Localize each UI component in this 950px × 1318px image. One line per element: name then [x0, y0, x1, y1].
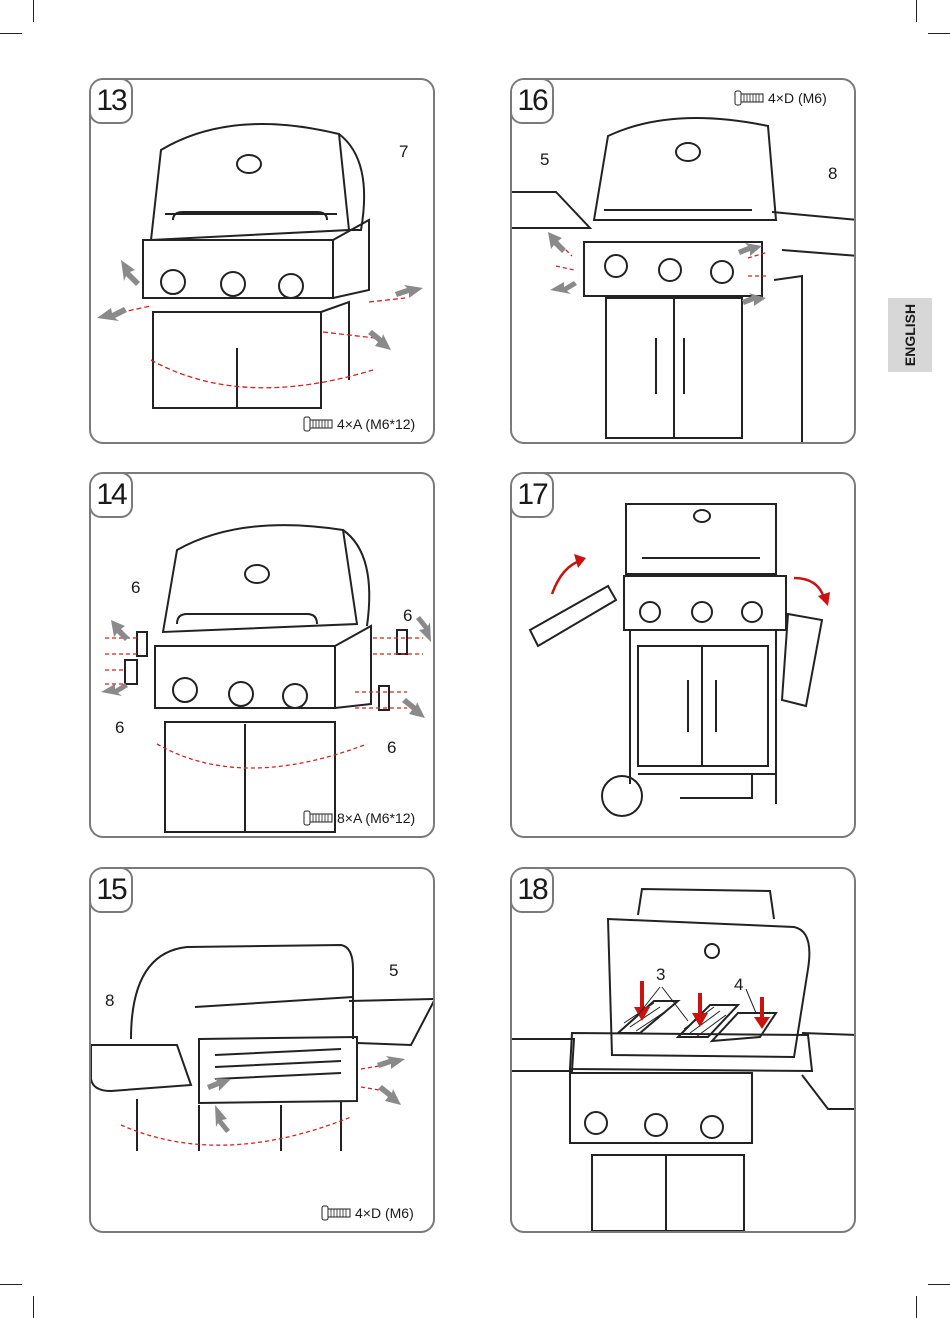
part-callout: 6	[387, 738, 396, 758]
screw-spec-label: 8×A (M6*12)	[337, 810, 415, 826]
screw-spec: 4×D (M6)	[734, 90, 827, 106]
crop-mark	[33, 1296, 34, 1318]
step-15-panel: 15 8 5 4×D (M6)	[89, 867, 435, 1233]
step-number: 17	[510, 472, 554, 518]
part-callout: 7	[399, 142, 408, 162]
screw-icon	[734, 90, 764, 106]
language-tab: ENGLISH	[888, 298, 932, 372]
step-number: 15	[89, 867, 133, 913]
screw-spec: 4×A (M6*12)	[303, 416, 415, 432]
step-16-panel: 16 5 8 4×D (M6)	[510, 78, 856, 444]
crop-mark	[916, 0, 917, 22]
crop-mark	[916, 1296, 917, 1318]
side-shelf-attach-illustration	[512, 80, 854, 442]
step-number: 16	[510, 78, 554, 124]
part-callout: 6	[115, 718, 124, 738]
part-callout: 4	[734, 975, 743, 995]
grill-head-attach-illustration	[91, 80, 433, 442]
part-callout: 5	[389, 961, 398, 981]
part-callout: 6	[403, 606, 412, 626]
screw-spec-label: 4×D (M6)	[355, 1205, 414, 1221]
grates-insert-illustration	[512, 869, 854, 1231]
crop-mark	[0, 1284, 22, 1285]
screw-spec: 8×A (M6*12)	[303, 810, 415, 826]
step-17-panel: 17	[510, 472, 856, 838]
rear-shelf-attach-illustration	[91, 869, 433, 1231]
step-13-panel: 13 7 4×A (M6*12)	[89, 78, 435, 444]
part-callout: 6	[131, 578, 140, 598]
crop-mark	[928, 1284, 950, 1285]
step-number: 13	[89, 78, 133, 124]
crop-mark	[0, 33, 22, 34]
step-number: 18	[510, 867, 554, 913]
step-14-panel: 14 6 6 6 6 8×A (M6*12)	[89, 472, 435, 838]
step-18-panel: 18 3 4	[510, 867, 856, 1233]
screw-spec-label: 4×D (M6)	[768, 90, 827, 106]
fold-shelves-illustration	[512, 474, 854, 836]
screw-icon	[303, 416, 333, 432]
screw-spec-label: 4×A (M6*12)	[337, 416, 415, 432]
screw-icon	[303, 810, 333, 826]
part-callout: 8	[828, 164, 837, 184]
part-callout: 5	[540, 150, 549, 170]
part-callout: 3	[656, 965, 665, 985]
screw-icon	[321, 1205, 351, 1221]
language-label: ENGLISH	[902, 304, 918, 366]
step-number: 14	[89, 472, 133, 518]
screw-spec: 4×D (M6)	[321, 1205, 414, 1221]
part-callout: 8	[105, 991, 114, 1011]
crop-mark	[928, 33, 950, 34]
bracket-attach-illustration	[91, 474, 433, 836]
crop-mark	[33, 0, 34, 22]
